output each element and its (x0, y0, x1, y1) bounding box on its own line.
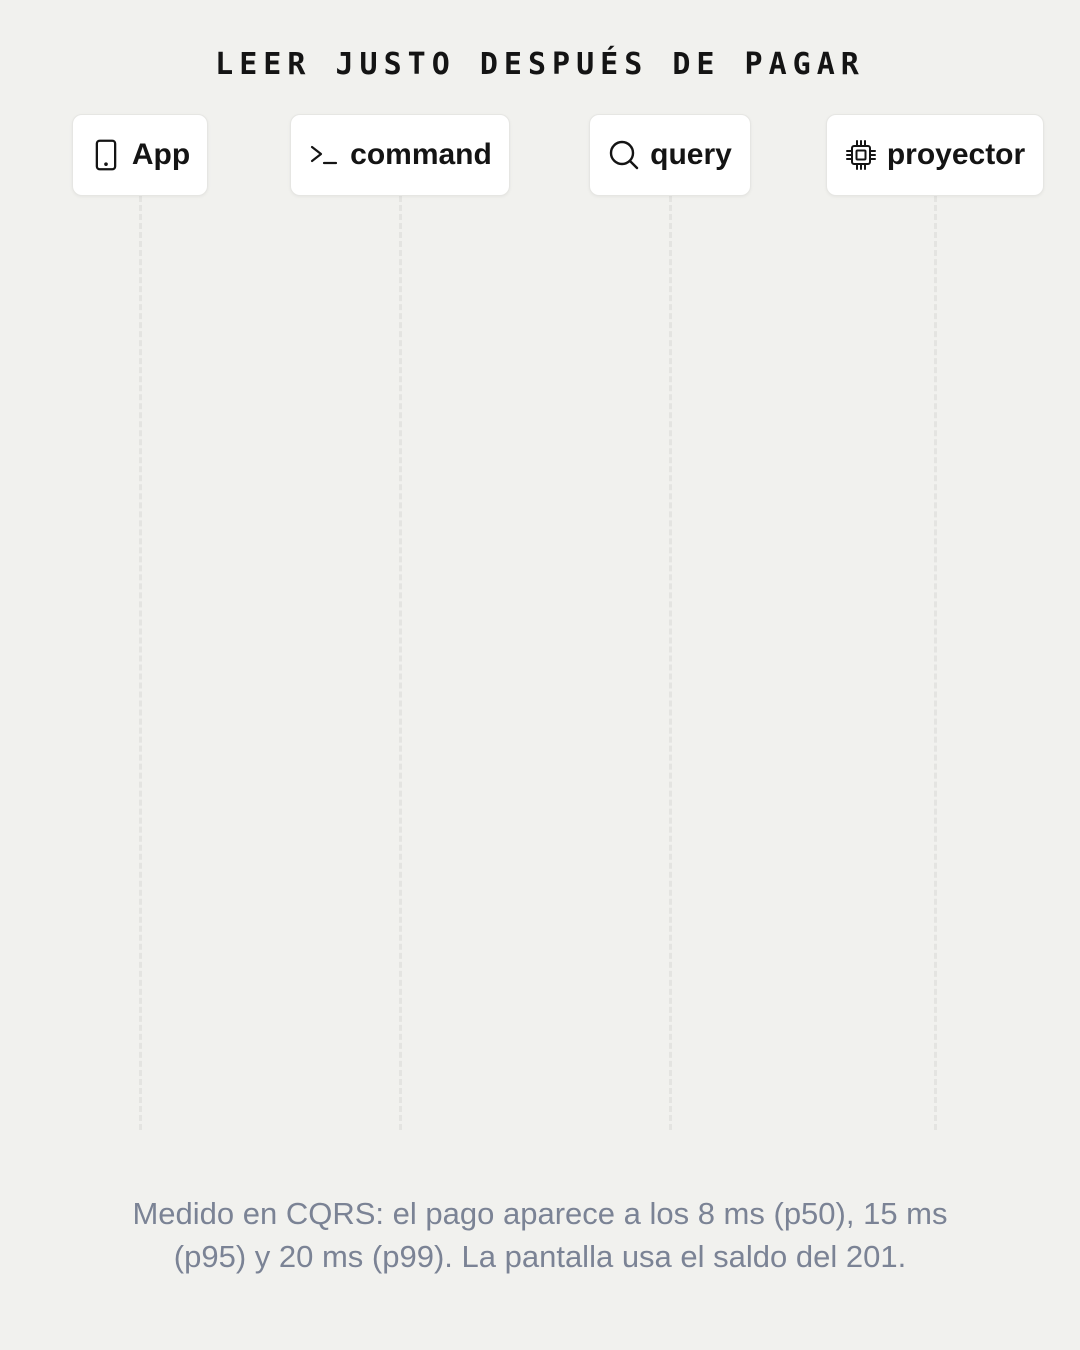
participant-app: App (72, 114, 208, 196)
cpu-chip-icon (845, 139, 877, 171)
caption: Medido en CQRS: el pago aparece a los 8 … (132, 1196, 948, 1274)
participant-proyector: proyector (826, 114, 1044, 196)
participant-label: query (650, 138, 732, 171)
participant-label: App (131, 138, 191, 171)
participant-query: query (589, 114, 751, 196)
lifeline-command (399, 196, 402, 1130)
participant-command: command (290, 114, 510, 196)
diagram-title: LEER JUSTO DESPUÉS DE PAGAR (215, 47, 865, 82)
terminal-icon (308, 139, 340, 171)
lifeline-query (669, 196, 672, 1130)
smartphone-icon (90, 139, 122, 171)
participant-label: proyector (886, 138, 1026, 171)
lifeline-proyector (934, 196, 937, 1130)
participant-label: command (350, 138, 492, 171)
search-icon (608, 139, 640, 171)
lifeline-app (139, 196, 142, 1130)
